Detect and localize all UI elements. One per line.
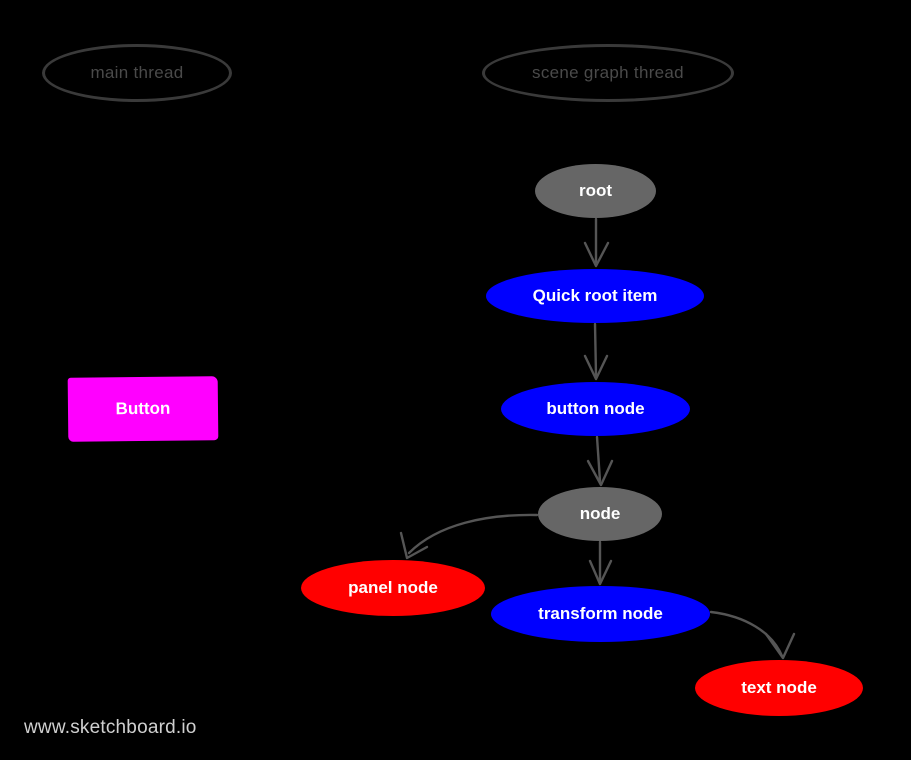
- node-transform-node-label: transform node: [538, 603, 663, 623]
- edge-node-to-transform-node: [588, 540, 613, 586]
- node-root-label: root: [578, 180, 613, 200]
- node-root[interactable]: root: [535, 164, 656, 218]
- watermark: www.sketchboard.io: [24, 717, 197, 738]
- node-panel-node[interactable]: panel node: [301, 560, 485, 616]
- node-node[interactable]: node: [538, 487, 662, 541]
- node-quick-root-item-label: Quick root item: [532, 285, 658, 305]
- node-button-node-label: button node: [546, 398, 645, 418]
- node-text-node[interactable]: text node: [695, 660, 863, 716]
- lane-main-thread-label: main thread: [90, 62, 184, 82]
- node-panel-node-label: panel node: [348, 577, 438, 597]
- node-text-node-label: text node: [741, 677, 817, 697]
- lane-scene-graph-thread[interactable]: scene graph thread: [482, 44, 734, 102]
- lane-main-thread[interactable]: main thread: [42, 44, 232, 102]
- edge-node-to-panel-node: [399, 513, 539, 560]
- node-quick-root-item[interactable]: Quick root item: [486, 269, 704, 323]
- node-transform-node[interactable]: transform node: [491, 586, 710, 642]
- edge-button-node-to-node: [586, 435, 614, 487]
- node-button[interactable]: Button: [67, 376, 219, 442]
- edge-quick-root-item-to-button-node: [583, 322, 609, 381]
- edge-root-to-quick-root-item: [583, 217, 610, 268]
- edge-transform-node-to-text-node: [709, 610, 796, 660]
- lane-scene-graph-thread-label: scene graph thread: [532, 62, 684, 82]
- node-button-label: Button: [115, 398, 171, 418]
- node-node-label: node: [579, 503, 621, 523]
- node-button-node[interactable]: button node: [501, 382, 690, 436]
